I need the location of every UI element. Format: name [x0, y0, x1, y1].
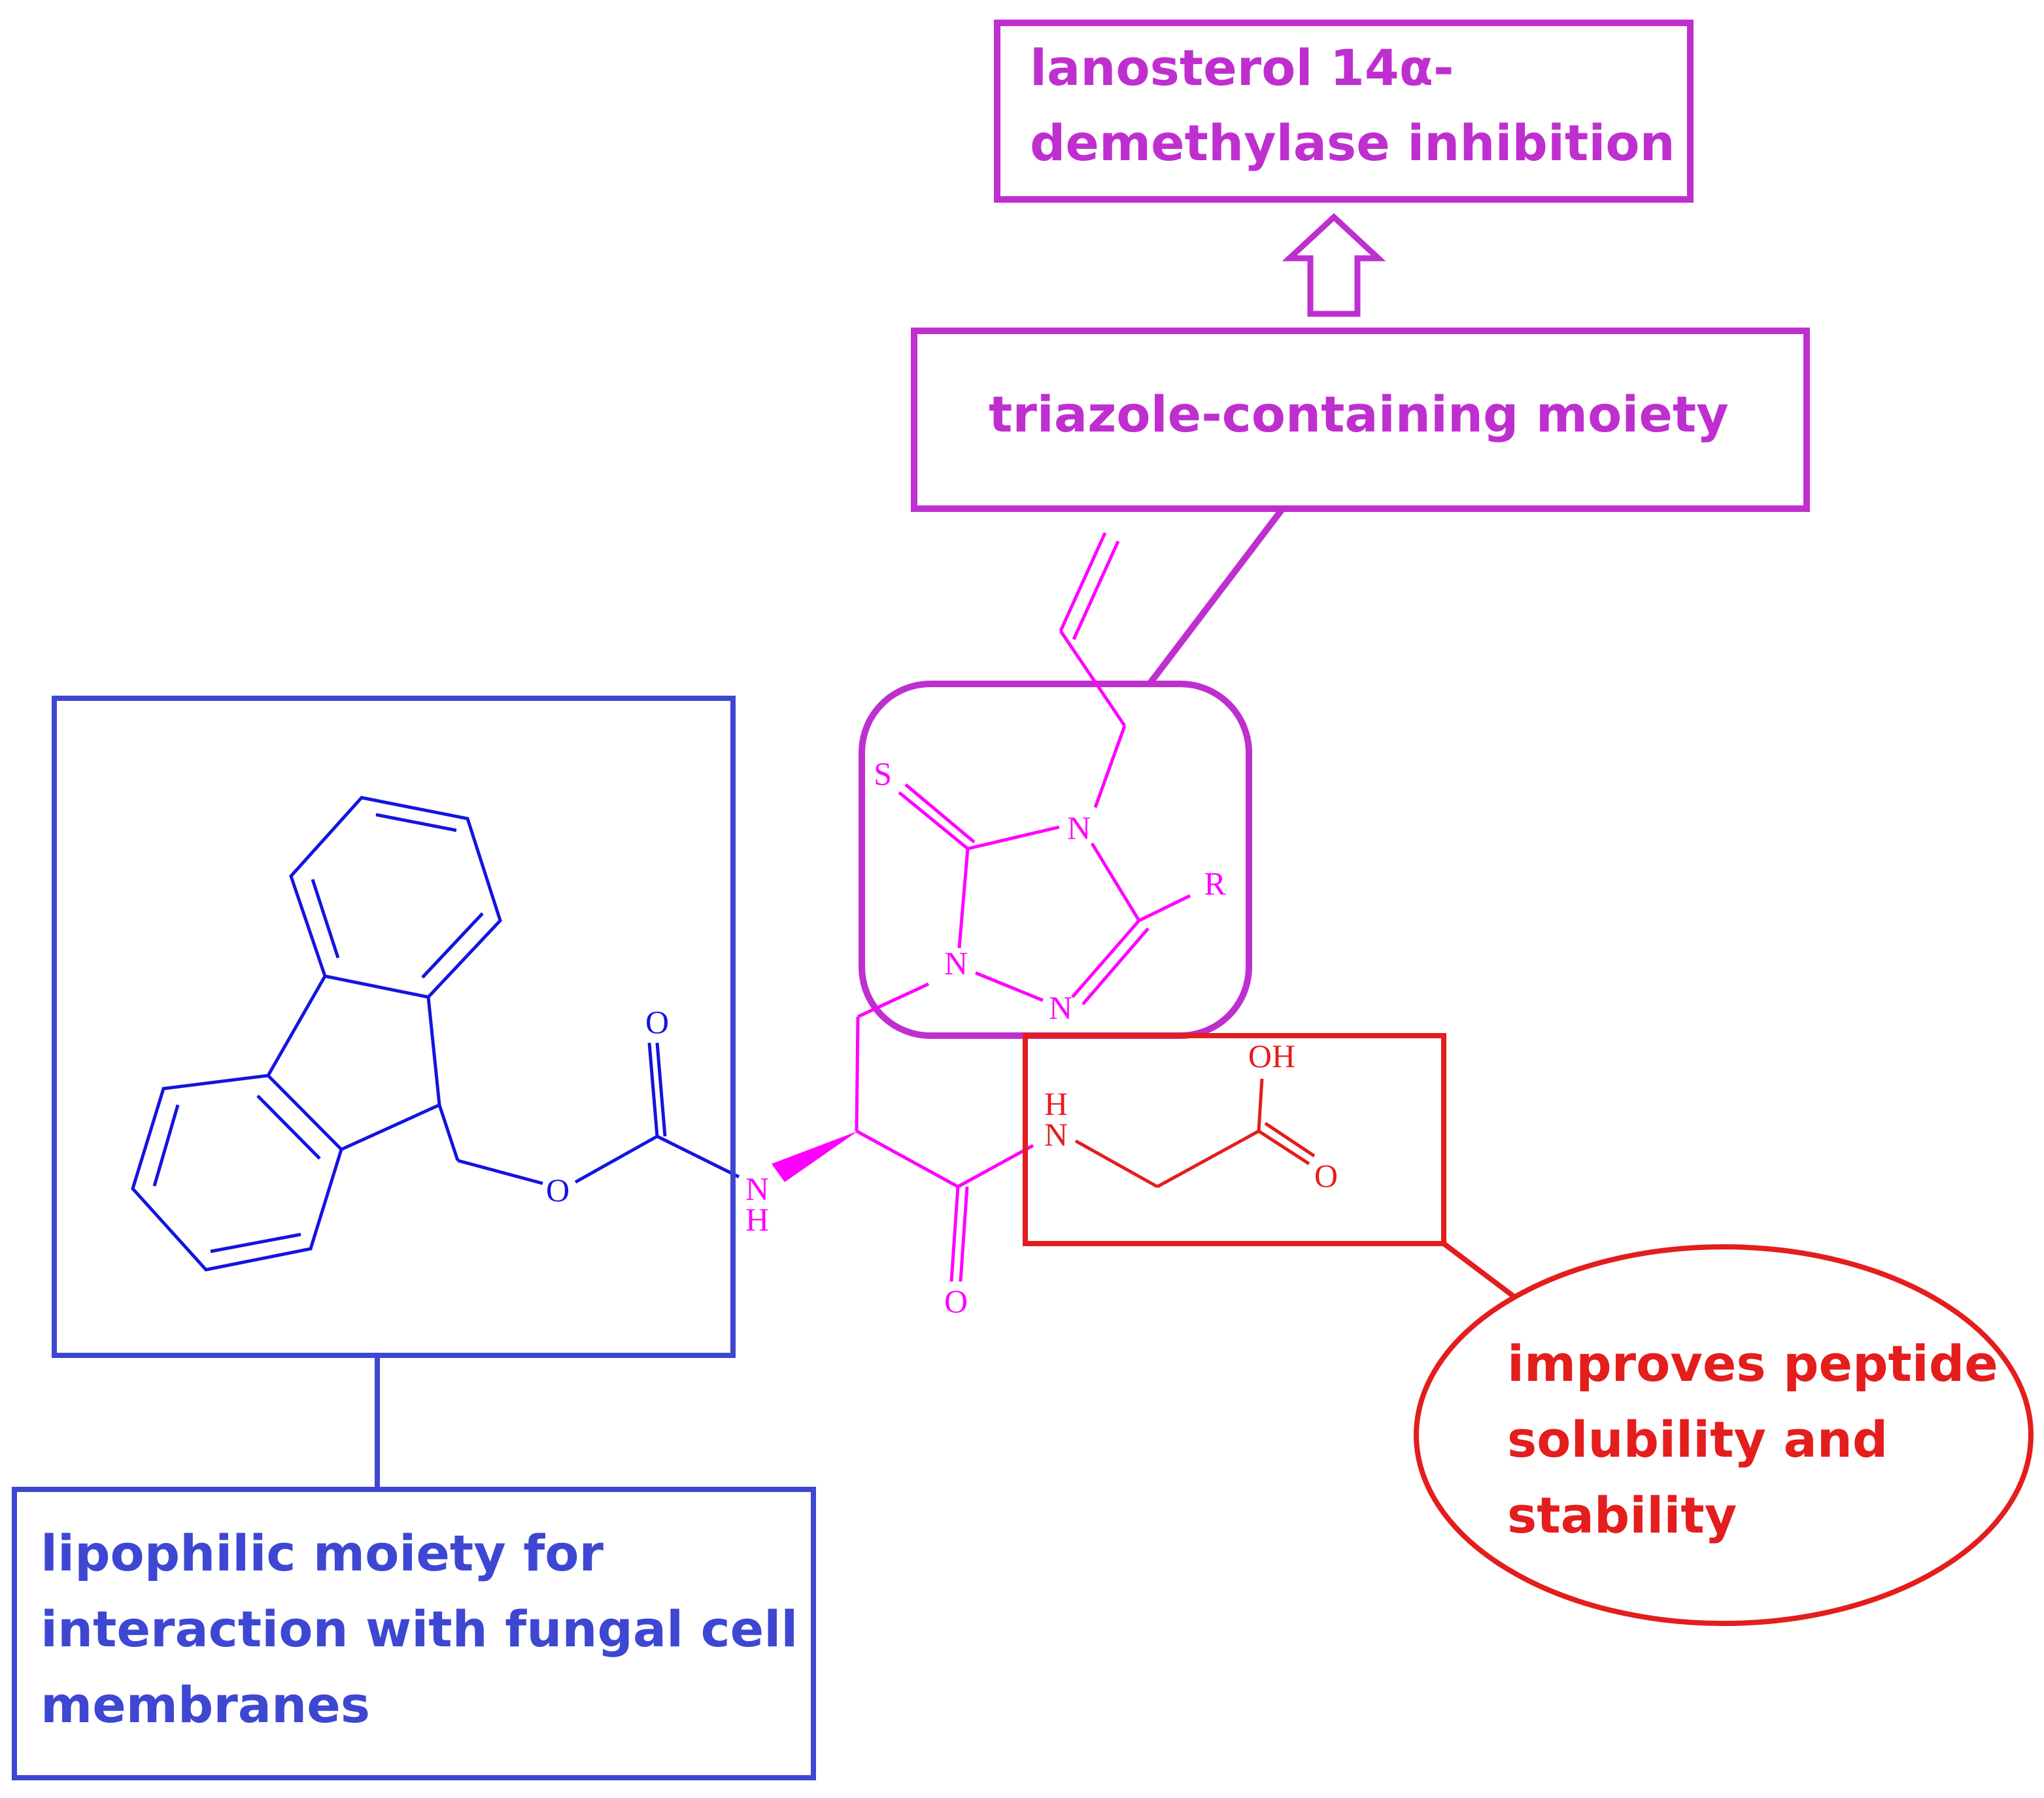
lipophilic-line-2: interaction with fungal cell [41, 1600, 798, 1658]
fluorenyl-box [52, 696, 736, 1358]
atom-h-amide: H [745, 1201, 769, 1238]
blue-annotations [12, 696, 816, 1780]
atom-r: R [1204, 865, 1226, 902]
atom-n-glycine: N [1044, 1116, 1068, 1153]
atom-s: S [874, 755, 892, 792]
triazole-highlight [859, 681, 1252, 1039]
lanosterol-label: lanosterol 14α- demethylase inhibition [1030, 39, 1675, 172]
atom-n2: N [1049, 989, 1072, 1026]
lanosterol-line-2: demethylase inhibition [1030, 114, 1675, 172]
glycine-box [1023, 1033, 1446, 1246]
atom-n4: N [1067, 809, 1091, 846]
lipophilic-label: lipophilic moiety for interaction with f… [41, 1524, 798, 1734]
solubility-line-2: solubility and [1507, 1410, 1888, 1468]
solubility-line-3: stability [1507, 1486, 1737, 1544]
lipophilic-line-1: lipophilic moiety for [41, 1524, 604, 1582]
wedge-bond [772, 1131, 858, 1182]
solubility-ellipse [1414, 1244, 2034, 1626]
triazole-connector [1147, 507, 1284, 687]
triazole-box [911, 328, 1810, 512]
fluorenyl-fragment [131, 796, 740, 1272]
lipophilic-line-3: membranes [41, 1676, 370, 1734]
red-annotations [1023, 1033, 2034, 1626]
atom-o-acid: O [1314, 1157, 1338, 1194]
solubility-line-1: improves peptide [1507, 1334, 1998, 1393]
lipophilic-box [12, 1487, 816, 1780]
lanosterol-box [994, 20, 1694, 203]
atom-o-amide: O [944, 1283, 968, 1319]
atom-o-ester: O [546, 1172, 570, 1208]
purple-annotations [859, 20, 1810, 1039]
glycine-fragment [1074, 1078, 1316, 1189]
atom-oh: OH [1248, 1038, 1295, 1074]
atom-o-carbonyl: O [645, 1004, 669, 1040]
lanosterol-line-1: lanosterol 14α- [1030, 39, 1454, 97]
up-arrow-icon [1282, 212, 1386, 317]
amino-acid-core [855, 532, 1191, 1282]
atom-h-glycine: H [1044, 1085, 1068, 1122]
atom-n1: N [944, 945, 968, 981]
atom-n-amide: N [745, 1170, 769, 1207]
solubility-connector [1442, 1241, 1518, 1300]
triazole-label: triazole-containing moiety [989, 385, 1729, 443]
solubility-label: improves peptide solubility and stabilit… [1507, 1334, 1998, 1544]
